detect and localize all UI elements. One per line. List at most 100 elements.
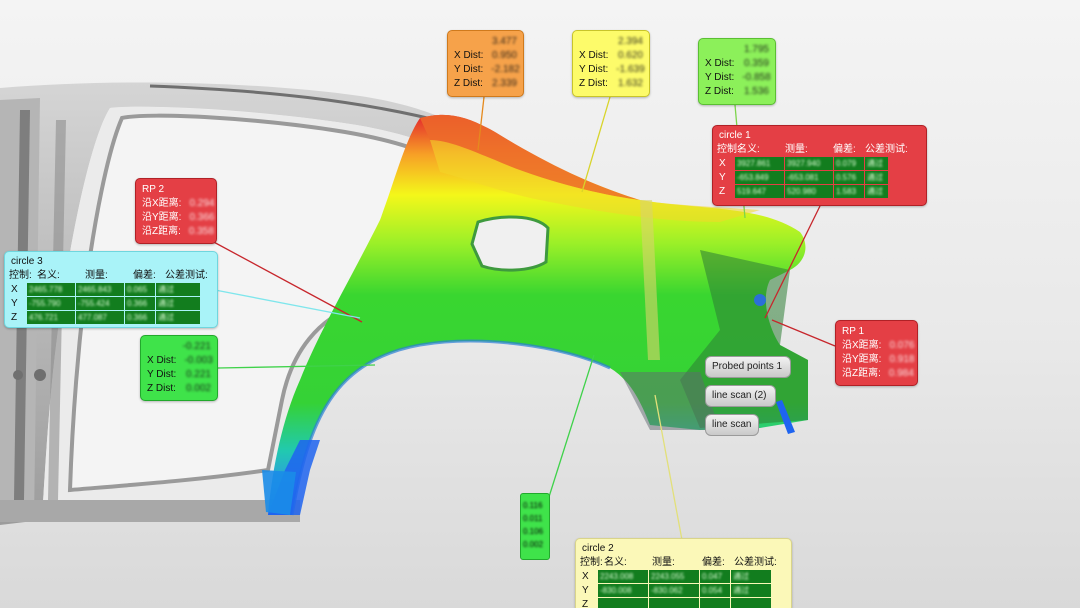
x-dist-value: 0.359 (743, 58, 769, 69)
tag-label: Probed points 1 (712, 361, 783, 372)
total-deviation-value: 3.477 (491, 36, 517, 47)
deviation-cell: 0.054 (700, 584, 730, 597)
z-dist-value: 1.536 (743, 86, 769, 97)
x-distance-value: 0.294 (189, 198, 215, 209)
value-line: 0.002 (523, 540, 544, 549)
y-dist-value: 0.221 (185, 369, 211, 380)
x-dist-value: -0.003 (184, 355, 213, 366)
header-tolerance-test: 公差测试: (865, 144, 908, 155)
total-deviation-value: -0.221 (182, 341, 211, 352)
tolerance-cell: 通过 (156, 297, 200, 310)
tolerance-cell: 通过 (156, 283, 200, 296)
x-dist-label: X Dist: (147, 355, 177, 366)
deviation-cell: 0.079 (834, 157, 864, 170)
nominal-cell: -830.008 (598, 584, 648, 597)
header-nominal: 名义: (604, 557, 627, 568)
tolerance-cell: 通过 (865, 171, 888, 184)
x-distance-value: 0.076 (889, 340, 915, 351)
value-line: 0.116 (523, 501, 543, 510)
header-control: 控制: (717, 144, 740, 155)
z-dist-value: 2.339 (491, 78, 517, 89)
header-measured: 测量: (652, 557, 675, 568)
y-distance-value: 0.918 (889, 354, 915, 365)
x-dist-value: 0.620 (617, 50, 643, 61)
axis-y: Y (11, 298, 18, 309)
measured-cell: 3927.940 (785, 157, 833, 170)
z-dist-label: Z Dist: (147, 383, 176, 394)
x-dist-label: X Dist: (705, 58, 735, 69)
reference-point-rp1-label[interactable]: RP 1 沿X距离:0.076 沿Y距离:0.918 沿Z距离:0.984 (835, 320, 918, 386)
tolerance-cell: 通过 (865, 157, 888, 170)
deviation-cell: 0.366 (125, 311, 155, 324)
x-dist-label: X Dist: (454, 50, 484, 61)
deviation-label-yellow[interactable]: 2.394 X Dist:0.620 Y Dist:-1.639 Z Dist:… (572, 30, 650, 97)
header-nominal: 名义: (37, 270, 60, 281)
deviation-cell: 0.576 (834, 171, 864, 184)
axis-z: Z (582, 599, 589, 608)
header-deviation: 偏差: (702, 557, 725, 568)
nominal-cell: 476.721 (27, 311, 75, 324)
deviation-cell (700, 598, 730, 608)
z-dist-label: Z Dist: (454, 78, 483, 89)
y-dist-value: -2.182 (491, 64, 520, 75)
header-measured: 测量: (785, 144, 808, 155)
z-distance-value: 0.358 (188, 226, 214, 237)
table-title: circle 3 (11, 256, 43, 267)
tag-label: line scan (712, 419, 752, 430)
z-dist-value: 0.002 (185, 383, 211, 394)
line-scan-2-tag[interactable]: line scan (2) (705, 385, 776, 407)
y-distance-label: 沿Y距离: (842, 354, 882, 365)
y-dist-label: Y Dist: (705, 72, 735, 83)
header-tolerance-test: 公差测试: (165, 270, 208, 281)
header-tolerance-test: 公差测试: (734, 557, 777, 568)
deviation-label-lime[interactable]: 1.795 X Dist:0.359 Y Dist:-0.858 Z Dist:… (698, 38, 776, 105)
axis-x: X (11, 284, 18, 295)
deviation-cell: 0.366 (125, 297, 155, 310)
nominal-cell: -653.849 (735, 171, 784, 184)
total-deviation-value: 2.394 (617, 36, 643, 47)
axis-x: X (582, 571, 589, 582)
reference-point-rp2-label[interactable]: RP 2 沿X距离:0.294 沿Y距离:0.366 沿Z距离:0.358 (135, 178, 217, 244)
deviation-label-orange[interactable]: 3.477 X Dist: 0.950 Y Dist: -2.182 Z Dist:… (447, 30, 524, 97)
measured-cell (649, 598, 699, 608)
table-title: circle 2 (582, 543, 614, 554)
y-dist-label: Y Dist: (147, 369, 177, 380)
z-distance-label: 沿Z距离: (842, 368, 881, 379)
table-title: circle 1 (719, 130, 751, 141)
deviation-cell: 0.047 (700, 570, 730, 583)
nominal-cell: -755.790 (27, 297, 75, 310)
value-line: 0.011 (523, 514, 543, 523)
tolerance-cell: 通过 (731, 570, 771, 583)
total-deviation-value: 1.795 (743, 44, 769, 55)
z-dist-label: Z Dist: (705, 86, 734, 97)
measured-cell: 2465.843 (76, 283, 124, 296)
header-control: 控制: (9, 270, 32, 281)
x-dist-value: 0.950 (491, 50, 517, 61)
rp-title: RP 2 (142, 184, 165, 195)
deviation-label-vertical[interactable]: 0.116 0.011 0.106 0.002 (520, 493, 550, 560)
circle2-result-table[interactable]: circle 2 控制: 名义: 测量: 偏差: 公差测试: X Y Z 224… (575, 538, 792, 608)
axis-x: X (719, 158, 726, 169)
x-distance-label: 沿X距离: (842, 340, 882, 351)
measured-cell: 2243.055 (649, 570, 699, 583)
measured-cell: -755.424 (76, 297, 124, 310)
axis-y: Y (719, 172, 726, 183)
tolerance-cell: 通过 (731, 584, 771, 597)
probed-points-tag[interactable]: Probed points 1 (705, 356, 791, 378)
circle1-result-table[interactable]: circle 1 控制: 名义: 测量: 偏差: 公差测试: X Y Z 392… (712, 125, 927, 206)
header-deviation: 偏差: (133, 270, 156, 281)
deviation-label-green[interactable]: -0.221 X Dist: -0.003 Y Dist: 0.221 Z Dist… (140, 335, 218, 401)
circle3-result-table[interactable]: circle 3 控制: 名义: 测量: 偏差: 公差测试: X Y Z 246… (4, 251, 218, 328)
axis-z: Z (719, 186, 726, 197)
line-scan-tag[interactable]: line scan (705, 414, 759, 436)
header-deviation: 偏差: (833, 144, 856, 155)
measured-cell: -653.081 (785, 171, 833, 184)
header-nominal: 名义: (737, 144, 760, 155)
z-dist-value: 1.632 (617, 78, 643, 89)
x-distance-label: 沿X距离: (142, 198, 182, 209)
y-dist-label: Y Dist: (454, 64, 484, 75)
x-dist-label: X Dist: (579, 50, 609, 61)
measured-cell: 520.980 (785, 185, 833, 198)
rp-title: RP 1 (842, 326, 865, 337)
measured-cell: -830.062 (649, 584, 699, 597)
